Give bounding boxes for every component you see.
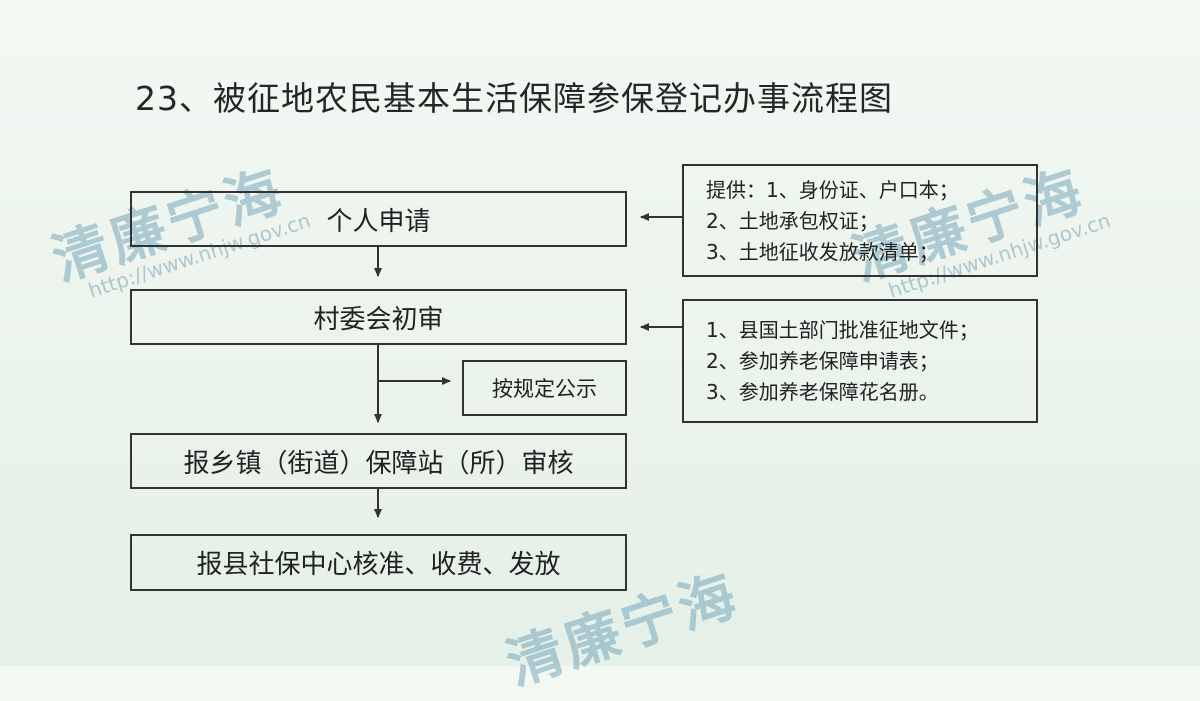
- note-line: 3、土地征收发放款清单；: [706, 240, 939, 264]
- step-label: 按规定公示: [492, 377, 597, 401]
- note-line: 3、参加养老保障花名册。: [706, 380, 939, 404]
- note-required-documents-2: 1、县国土部门批准征地文件； 2、参加养老保障申请表； 3、参加养老保障花名册。: [682, 299, 1038, 423]
- step-label: 报乡镇（街道）保障站（所）审核: [183, 448, 574, 479]
- step-personal-application: 个人申请: [130, 191, 627, 247]
- page-title: 23、被征地农民基本生活保障参保登记办事流程图: [135, 79, 893, 118]
- step-label: 报县社保中心核准、收费、发放: [196, 550, 561, 580]
- step-town-review: 报乡镇（街道）保障站（所）审核: [130, 433, 627, 489]
- note-line: 2、参加养老保障申请表；: [706, 349, 939, 373]
- step-label: 个人申请: [326, 206, 431, 237]
- step-county-approval: 报县社保中心核准、收费、发放: [130, 534, 627, 591]
- note-line: 提供：1、身份证、户口本；: [706, 178, 959, 202]
- step-label: 村委会初审: [313, 304, 444, 335]
- note-line: 1、县国土部门批准征地文件；: [706, 318, 979, 342]
- note-line: 2、土地承包权证；: [706, 209, 879, 233]
- note-required-documents-1: 提供：1、身份证、户口本； 2、土地承包权证； 3、土地征收发放款清单；: [682, 164, 1038, 277]
- step-village-review: 村委会初审: [130, 289, 627, 345]
- step-publicity: 按规定公示: [462, 360, 627, 416]
- connector-arrows: [374, 213, 683, 518]
